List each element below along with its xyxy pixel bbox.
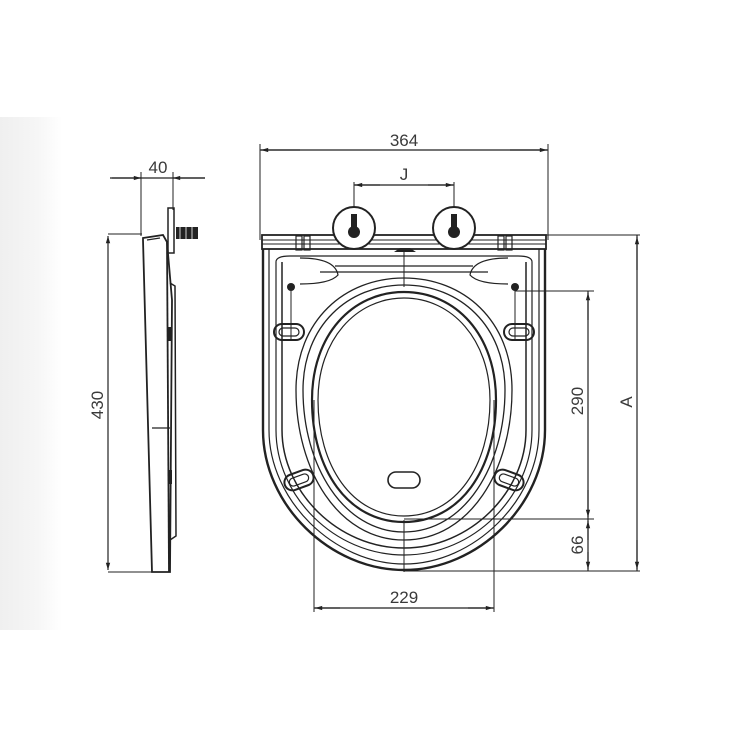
dimension-66: 66 (404, 519, 640, 572)
dimension-229: 229 (313, 400, 495, 612)
dim-label-290: 290 (568, 387, 587, 415)
dim-label-a: A (617, 396, 636, 408)
buffer-bottom-left (283, 468, 315, 492)
dimension-364: 364 (259, 131, 549, 240)
dim-label-66: 66 (568, 536, 587, 555)
hinge-bar (261, 234, 547, 252)
hinge-fixing-left (332, 206, 376, 250)
dim-label-40: 40 (149, 158, 168, 177)
top-view: 364 J (259, 131, 640, 612)
dim-label-229: 229 (390, 588, 418, 607)
dimension-290: 290 (404, 290, 594, 520)
dimension-j: J (353, 165, 455, 215)
side-view: 40 430 (88, 158, 205, 573)
dimension-40: 40 (110, 158, 205, 236)
left-background-panel (0, 117, 62, 630)
buffer-top-left (273, 323, 305, 341)
dim-label-j: J (400, 165, 409, 184)
seat-rings (295, 277, 513, 541)
buffer-bottom-right (493, 468, 525, 492)
dimension-430: 430 (88, 233, 152, 573)
seat-side-profile (142, 207, 198, 573)
lid-grip-slot (387, 471, 421, 489)
dimension-a: A (546, 234, 640, 571)
dim-label-364: 364 (390, 131, 418, 150)
buffer-top-right (503, 323, 535, 341)
hinge-fixing-right (432, 206, 476, 250)
dim-label-430: 430 (88, 391, 107, 419)
